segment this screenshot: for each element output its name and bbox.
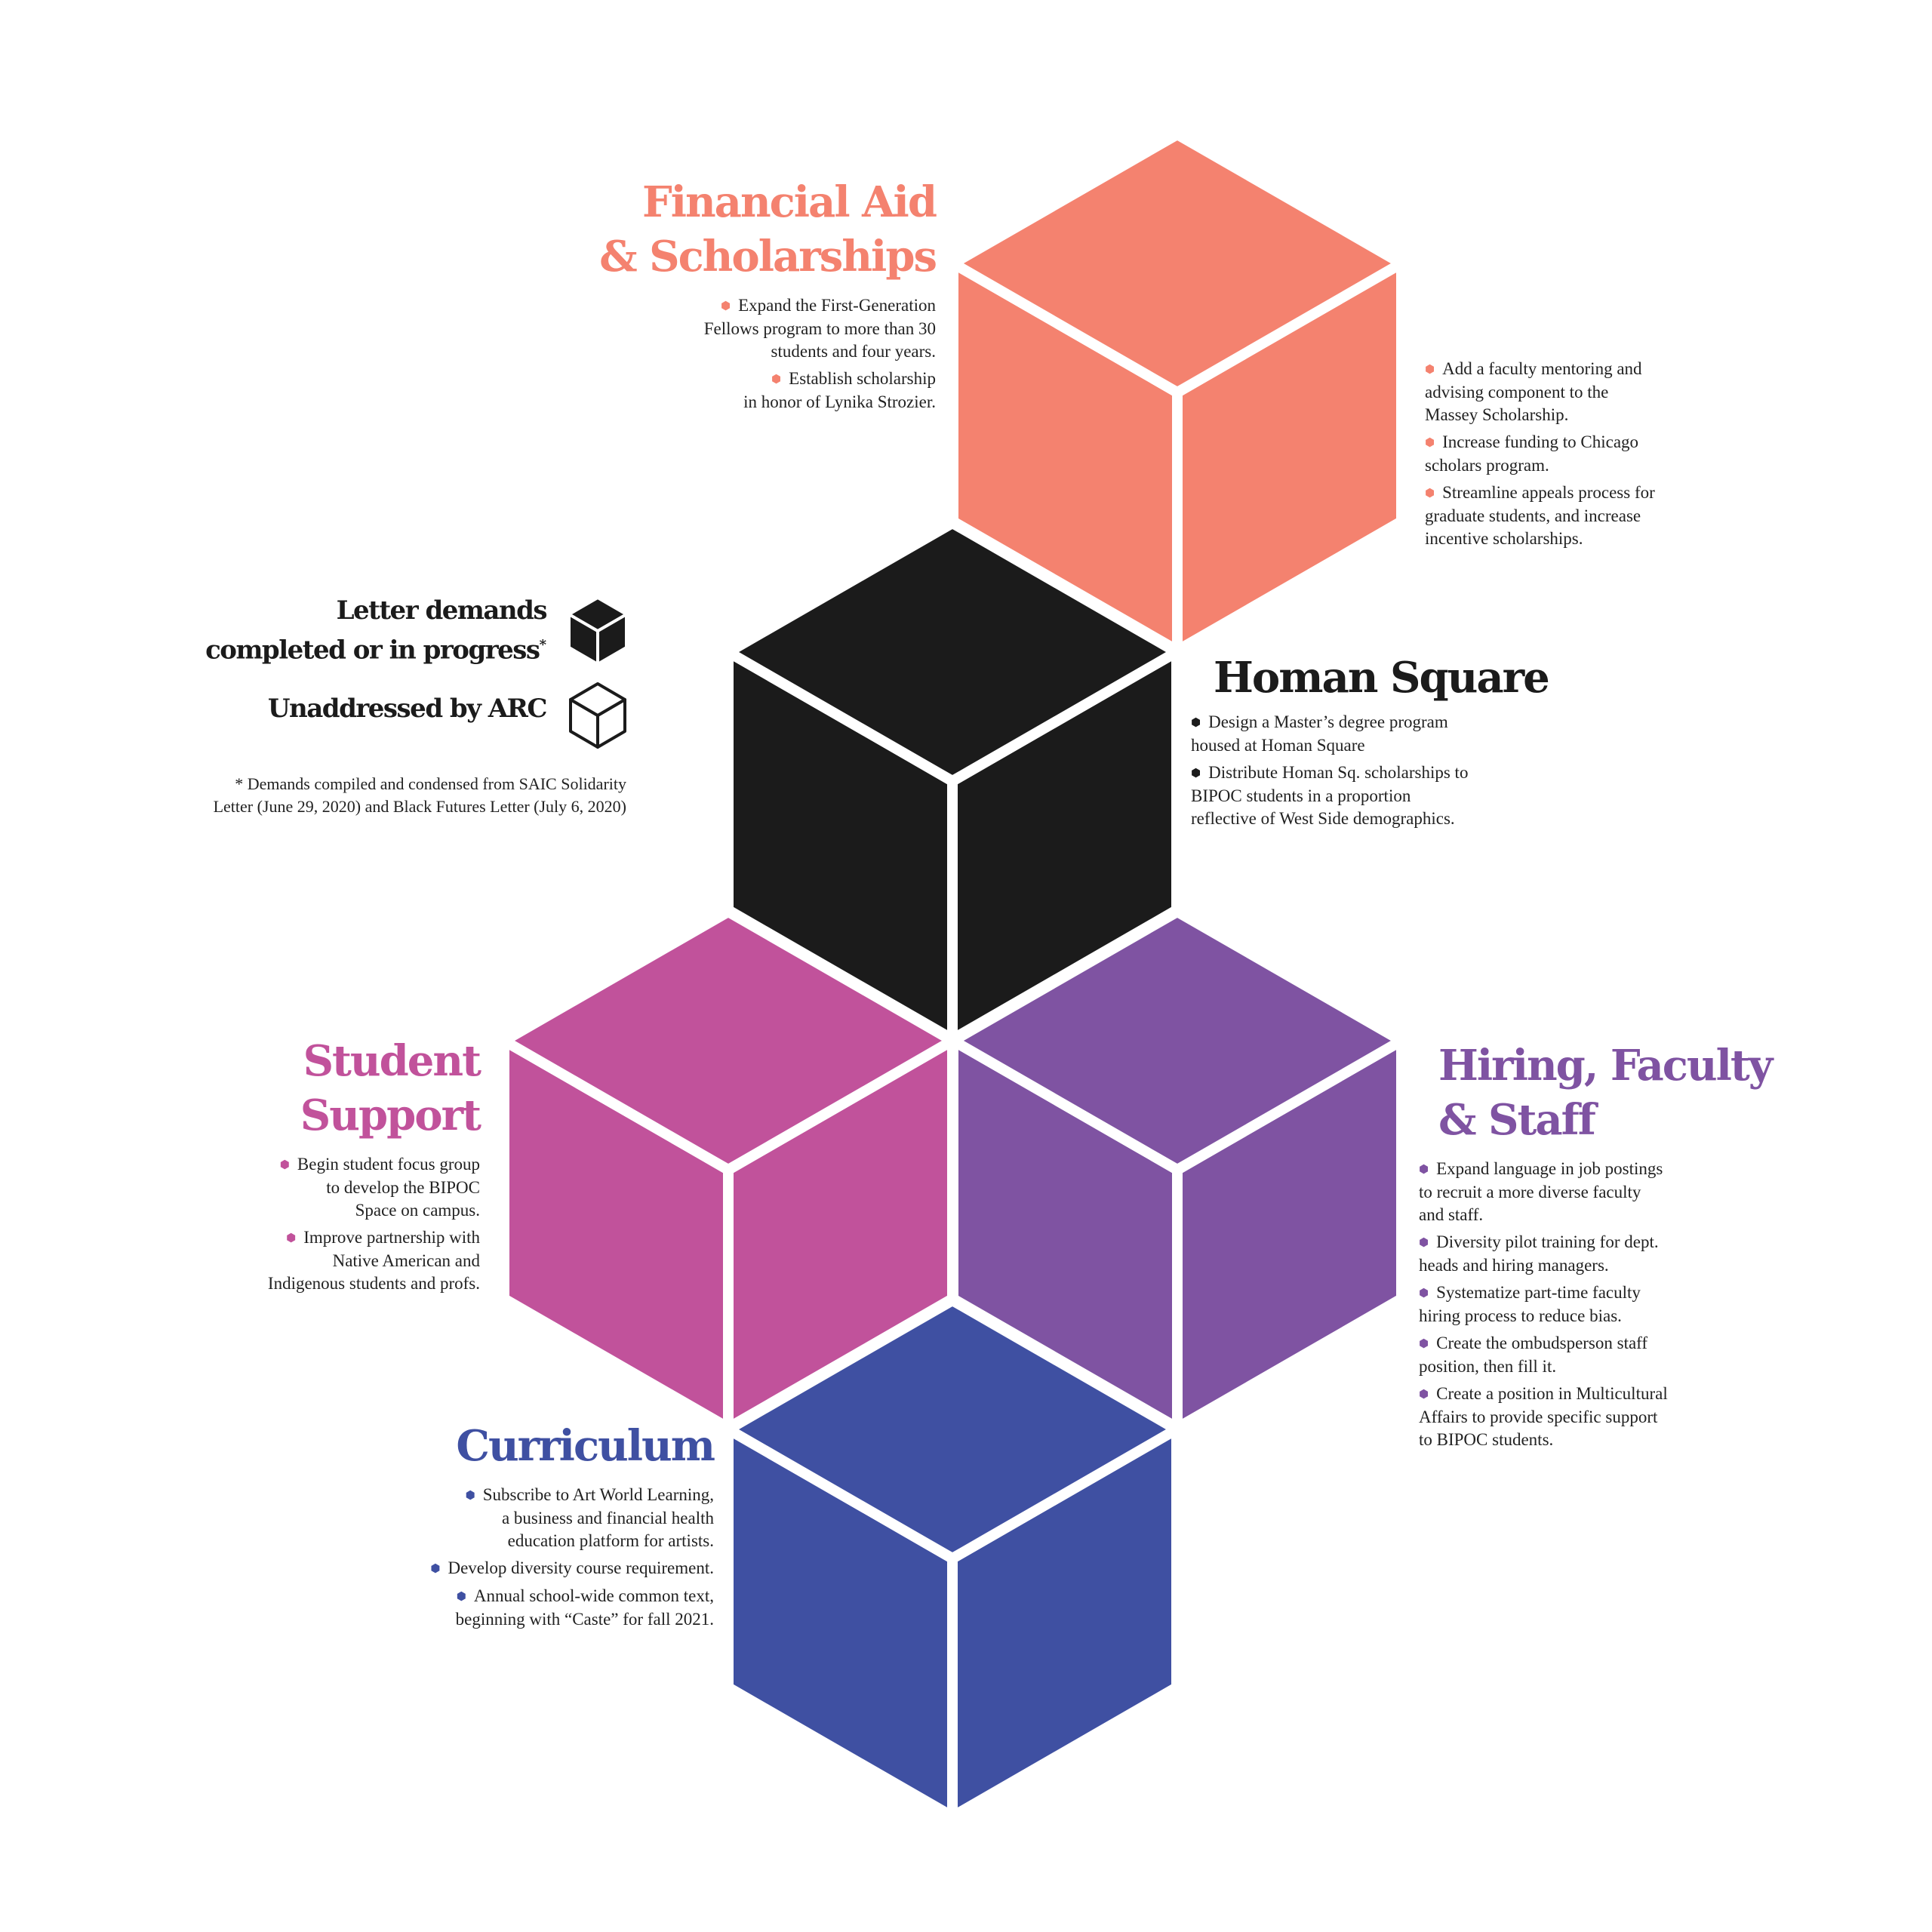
hexagon-bullet-icon: ⬢ xyxy=(721,300,731,312)
cube-top-face xyxy=(723,1295,1182,1564)
financial-bullets-right: ⬢Add a faculty mentoring and advising co… xyxy=(1425,358,1727,555)
bullet-text: Create a position in Multicultural Affai… xyxy=(1419,1384,1668,1449)
legend-unaddressed-label: Unaddressed by ARC xyxy=(267,694,548,724)
hexagon-bullet-icon: ⬢ xyxy=(1419,1237,1429,1249)
cube-curriculum xyxy=(723,1295,1182,1822)
financial-title-line-1: Financial Aid xyxy=(641,177,937,227)
homan-bullets: ⬢Design a Master’s degree program housed… xyxy=(1191,711,1583,835)
legend-completed-marker: * xyxy=(539,637,546,653)
bullet-item: ⬢Annual school-wide common text, beginni… xyxy=(321,1585,714,1631)
bullet-item: ⬢Distribute Homan Sq. scholarships to BI… xyxy=(1191,761,1583,830)
bullet-text: Create the ombudsperson staff position, … xyxy=(1419,1334,1648,1376)
bullet-item: ⬢Improve partnership with Native America… xyxy=(163,1226,480,1295)
hexagon-bullet-icon: ⬢ xyxy=(1425,364,1435,376)
bullet-item: ⬢Streamline appeals process for graduate… xyxy=(1425,481,1727,550)
student-title-line-2: Support xyxy=(300,1091,481,1140)
bullet-text: Develop diversity course requirement. xyxy=(448,1558,714,1577)
bullet-text: Establish scholarship in honor of Lynika… xyxy=(743,369,936,411)
hexagon-bullet-icon: ⬢ xyxy=(1191,717,1201,729)
bullet-text: Increase funding to Chicago scholars pro… xyxy=(1425,432,1639,475)
bullet-item: ⬢Create a position in Multicultural Affa… xyxy=(1419,1383,1751,1451)
bullet-item: ⬢Add a faculty mentoring and advising co… xyxy=(1425,358,1727,426)
bullet-text: Annual school-wide common text, beginnin… xyxy=(455,1586,714,1629)
bullet-item: ⬢ Develop diversity course requirement. xyxy=(321,1557,714,1580)
financial-title-line-2: & Scholarships xyxy=(599,232,937,281)
hexagon-bullet-icon: ⬢ xyxy=(1419,1287,1429,1300)
legend-filled-cube-icon xyxy=(568,596,628,666)
cube-top-face xyxy=(948,906,1407,1175)
cube-top-face xyxy=(569,682,626,717)
homan-title-line-1: Homan Square xyxy=(1214,653,1550,703)
hexagon-bullet-icon: ⬢ xyxy=(1425,488,1435,500)
bullet-text: Diversity pilot training for dept. heads… xyxy=(1419,1232,1659,1275)
student-title-line-1: Student xyxy=(303,1036,481,1086)
legend-footnote: * Demands compiled and condensed from SA… xyxy=(213,774,626,816)
curriculum-title: Curriculum xyxy=(456,1419,715,1473)
bullet-item: ⬢ Subscribe to Art World Learning, a busi… xyxy=(321,1484,714,1552)
cube-top-face xyxy=(499,906,958,1175)
cube-top-face xyxy=(723,518,1182,786)
hexagon-bullet-icon: ⬢ xyxy=(771,374,782,386)
legend-outline-cube-icon xyxy=(569,682,626,749)
hexagon-bullet-icon: ⬢ xyxy=(1425,437,1435,449)
hexagon-bullet-icon: ⬢ xyxy=(1191,768,1201,780)
bullet-text: Begin student focus group to develop the… xyxy=(297,1155,480,1220)
bullet-item: ⬢Systematize part-time faculty hiring pr… xyxy=(1419,1281,1751,1327)
bullet-text: Systematize part-time faculty hiring pro… xyxy=(1419,1283,1641,1325)
hiring-title-line-1: Hiring, Faculty xyxy=(1438,1041,1773,1091)
hexagon-bullet-icon: ⬢ xyxy=(465,1490,475,1502)
hiring-title: Hiring, Faculty & Staff xyxy=(1438,1038,1773,1147)
student-bullets: ⬢Begin student focus group to develop th… xyxy=(163,1153,480,1300)
homan-title: Homan Square xyxy=(1214,651,1550,705)
legend-completed-text: Letter demands completed or in progress xyxy=(205,595,547,666)
bullet-item: ⬢Expand the First-Generation Fellows pro… xyxy=(543,294,936,363)
bullet-text: Improve partnership with Native American… xyxy=(267,1228,480,1293)
bullet-text: Subscribe to Art World Learning, a busin… xyxy=(482,1485,714,1550)
financial-title: Financial Aid & Scholarships xyxy=(599,175,937,284)
hexagon-bullet-icon: ⬢ xyxy=(430,1563,441,1575)
hexagon-bullet-icon: ⬢ xyxy=(279,1159,290,1171)
bullet-item: ⬢Increase funding to Chicago scholars pr… xyxy=(1425,431,1727,477)
hiring-bullets: ⬢Expand language in job postings to recr… xyxy=(1419,1158,1751,1456)
financial-bullets-left: ⬢Expand the First-Generation Fellows pro… xyxy=(543,294,936,418)
bullet-item: ⬢Design a Master’s degree program housed… xyxy=(1191,711,1583,757)
bullet-text: Streamline appeals process for graduate … xyxy=(1425,483,1655,548)
bullet-item: ⬢Establish scholarship in honor of Lynik… xyxy=(543,368,936,414)
legend-completed-label: Letter demands completed or in progress* xyxy=(205,593,547,667)
bullet-item: ⬢Create the ombudsperson staff position,… xyxy=(1419,1332,1751,1378)
hexagon-bullet-icon: ⬢ xyxy=(1419,1389,1429,1401)
hexagon-bullet-icon: ⬢ xyxy=(1419,1338,1429,1350)
hexagon-bullet-icon: ⬢ xyxy=(286,1232,297,1244)
bullet-item: ⬢Diversity pilot training for dept. head… xyxy=(1419,1231,1751,1277)
hexagon-bullet-icon: ⬢ xyxy=(456,1591,466,1603)
curriculum-bullets: ⬢ Subscribe to Art World Learning, a busi… xyxy=(321,1484,714,1635)
student-title: Student Support xyxy=(300,1034,481,1143)
bullet-item: ⬢Expand language in job postings to recr… xyxy=(1419,1158,1751,1226)
bullet-item: ⬢ Begin student focus group to develop th… xyxy=(163,1153,480,1222)
bullet-text: Expand language in job postings to recru… xyxy=(1419,1159,1663,1224)
curriculum-title-line-1: Curriculum xyxy=(456,1421,715,1471)
cube-hiring xyxy=(948,906,1407,1433)
hiring-title-line-2: & Staff xyxy=(1438,1095,1596,1145)
cube-top-face xyxy=(948,129,1407,398)
bullet-text: Design a Master’s degree program housed … xyxy=(1191,712,1448,755)
bullet-text: Add a faculty mentoring and advising com… xyxy=(1425,359,1642,424)
hexagon-bullet-icon: ⬢ xyxy=(1419,1164,1429,1176)
cube-top-face xyxy=(568,596,628,632)
bullet-text: Expand the First-Generation Fellows prog… xyxy=(703,296,936,361)
bullet-text: Distribute Homan Sq. scholarships to BIP… xyxy=(1191,763,1469,828)
